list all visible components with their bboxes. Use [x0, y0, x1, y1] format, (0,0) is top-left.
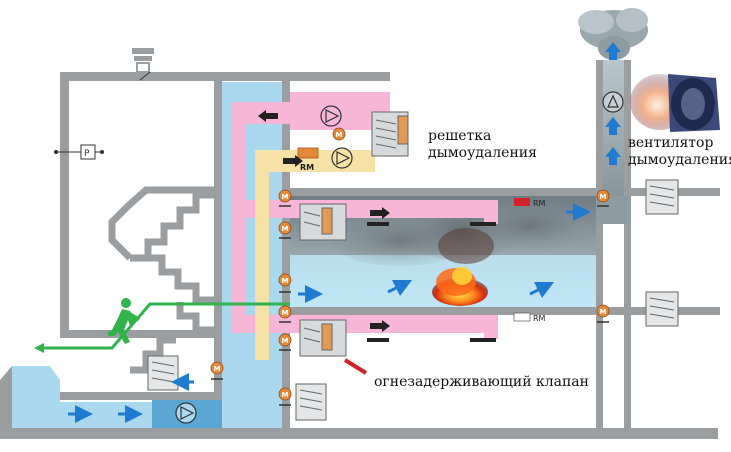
svg-text:P: P [84, 149, 90, 159]
grille-right-upper [645, 179, 679, 215]
fan-label: вентилятор дымоудаления [628, 135, 731, 169]
motor-icon-1: M [332, 127, 346, 141]
exhaust-fan-icon [320, 105, 342, 127]
svg-text:M: M [282, 337, 289, 345]
svg-text:M: M [282, 309, 289, 317]
motor-icon-8: M [596, 304, 610, 318]
staircase [108, 186, 214, 374]
rm-box-upper: RM [297, 147, 319, 172]
evacuation-route [34, 302, 290, 353]
fan-label-line1: вентилятор [628, 135, 714, 151]
running-person-icon [108, 298, 140, 344]
fire-damper-leader [343, 358, 368, 375]
motor-icon-4: M [278, 273, 292, 287]
air-intake-slope [12, 366, 60, 402]
grille-right-lower [645, 291, 679, 327]
motor-icon-3: M [278, 221, 292, 235]
svg-text:RM: RM [533, 314, 546, 323]
duct-flow-arrows [258, 110, 390, 332]
grille-label-line1: решетка [428, 128, 492, 144]
louver-units [147, 111, 679, 421]
svg-text:M: M [600, 193, 607, 201]
duct-grille-outlets [367, 222, 496, 342]
svg-text:M: M [600, 308, 607, 316]
svg-text:M: M [336, 131, 343, 139]
pressure-sensor: P [54, 144, 104, 160]
fire-damper-label: огнезадерживающий клапан [374, 374, 589, 390]
motor-icon-10: M [278, 387, 292, 401]
air-flow-arrows [68, 203, 591, 423]
svg-text:RM: RM [300, 163, 314, 172]
supply-fan-icon [331, 147, 353, 169]
air-intake-duct [12, 402, 282, 428]
grille-label-line2: дымоудаления [428, 145, 537, 161]
chimney-smoke-plume [578, 8, 648, 60]
chimney-flow-arrows [605, 42, 621, 165]
svg-text:M: M [282, 225, 289, 233]
rm-box-lower: RM [513, 312, 546, 323]
grille-shaft-bottom [295, 383, 327, 421]
damper-unit-mid-1 [299, 203, 347, 241]
grille-stair-lower [147, 355, 179, 391]
svg-text:M: M [214, 365, 221, 373]
roof-vent [132, 48, 154, 81]
damper-ticks [211, 205, 609, 406]
rm-box-room: RM [514, 198, 546, 208]
fan-label-line2: дымоудаления [628, 152, 731, 168]
motor-icon-6: M [278, 333, 292, 347]
motor-icon-5: M [278, 305, 292, 319]
chimney-fan-icon [602, 91, 624, 113]
svg-text:M: M [282, 193, 289, 201]
motor-icon-7: M [596, 189, 610, 203]
svg-text:RM: RM [533, 199, 546, 208]
svg-text:M: M [282, 277, 289, 285]
pressurization-shaft [222, 82, 282, 428]
motor-icon-2: M [278, 189, 292, 203]
motor-markers: M M M M M M M M M M [210, 127, 610, 401]
motor-icon-9: M [210, 361, 224, 375]
svg-text:M: M [282, 391, 289, 399]
smoke-grille-upper [371, 111, 409, 157]
pressurization-fan-icon [152, 400, 222, 428]
fire-icon [432, 267, 488, 306]
exhaust-fan-photo [630, 66, 723, 132]
grille-label: решетка дымоудаления [428, 128, 537, 162]
damper-unit-low-1 [299, 319, 347, 357]
building-walls [0, 60, 720, 439]
